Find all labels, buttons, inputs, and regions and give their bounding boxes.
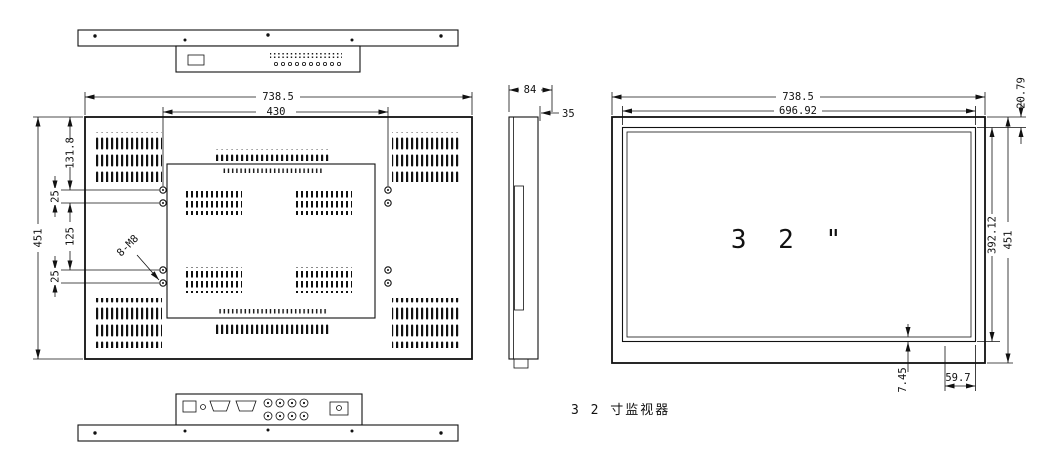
top-view-chassis-bar bbox=[77, 29, 459, 47]
dim-rear-width: 738.5 bbox=[262, 91, 294, 103]
screw-mark bbox=[266, 33, 270, 37]
dvi-port bbox=[235, 400, 257, 412]
screen-size-label: 3 2 " bbox=[731, 225, 849, 255]
vga-port bbox=[209, 400, 231, 412]
dim-rear-hole-span: 125 bbox=[65, 227, 77, 246]
power-inlet-port bbox=[182, 400, 197, 413]
connector-dot-row bbox=[273, 62, 341, 67]
dim-front-bottom-offset: 7.45 bbox=[897, 367, 909, 392]
vent-grille-bottom-left bbox=[94, 298, 162, 348]
plate-slot-group bbox=[184, 189, 242, 215]
dim-rear-hole-pitch-top: 25 bbox=[50, 190, 62, 203]
bottom-chassis-bar bbox=[77, 424, 459, 442]
power-switch-button bbox=[336, 405, 342, 411]
front-active-area bbox=[626, 131, 972, 338]
rear-mount-plate bbox=[166, 163, 376, 319]
power-switch bbox=[329, 401, 349, 416]
screw-mark bbox=[183, 429, 187, 433]
plate-tick-row-bottom bbox=[218, 309, 328, 315]
dim-side-depth-total: 84 bbox=[524, 84, 537, 96]
rear-dimensions bbox=[33, 92, 473, 360]
dim-front-screen-height: 392.12 bbox=[987, 216, 999, 254]
plate-slot-group bbox=[294, 267, 352, 293]
dim-front-side-offset: 59.7 bbox=[945, 372, 970, 384]
dim-label-bg bbox=[48, 268, 61, 285]
connector-pin-row bbox=[270, 53, 342, 58]
dim-rear-mount-width: 430 bbox=[267, 106, 286, 118]
drawing-caption: 3 2 寸监视器 bbox=[571, 403, 670, 418]
side-view bbox=[508, 116, 539, 369]
vent-grille-bottom-right bbox=[392, 298, 460, 348]
dim-rear-height: 451 bbox=[33, 229, 45, 248]
vent-grille-top-right bbox=[392, 132, 460, 182]
dim-rear-top-to-hole: 131.8 bbox=[65, 137, 77, 169]
dim-front-screen-width: 696.92 bbox=[779, 105, 817, 117]
top-view-port bbox=[187, 54, 205, 66]
plate-slot-group bbox=[184, 267, 242, 293]
screw-mark bbox=[350, 38, 354, 42]
bottom-view bbox=[77, 393, 459, 442]
dim-front-width: 738.5 bbox=[782, 91, 814, 103]
top-view bbox=[77, 29, 459, 73]
audio-port bbox=[200, 404, 206, 410]
screw-mark bbox=[350, 429, 354, 433]
front-view: 3 2 " bbox=[611, 116, 986, 364]
dim-front-height: 451 bbox=[1003, 231, 1015, 250]
vent-strip-top bbox=[214, 149, 330, 161]
top-view-connector-housing bbox=[175, 45, 361, 73]
front-screen-opening bbox=[621, 126, 977, 343]
screw-mark bbox=[93, 431, 97, 435]
screw-mark bbox=[439, 431, 443, 435]
dim-side-depth-panel: 35 bbox=[562, 108, 575, 120]
screw-mark bbox=[266, 428, 270, 432]
dim-front-top-margin: 20.79 bbox=[1016, 77, 1028, 109]
plate-tick-row-top bbox=[222, 167, 322, 173]
vent-strip-bottom bbox=[214, 322, 330, 334]
screw-mark bbox=[183, 38, 187, 42]
screw-mark bbox=[93, 34, 97, 38]
dim-label-bg bbox=[48, 188, 61, 205]
mounting-holes bbox=[159, 186, 392, 287]
side-heatsink-fins bbox=[514, 185, 524, 311]
rear-view bbox=[84, 116, 473, 360]
screw-mark bbox=[439, 34, 443, 38]
front-dimensions bbox=[611, 92, 1026, 391]
bnc-port-cluster bbox=[263, 398, 309, 421]
plate-slot-group bbox=[294, 189, 352, 215]
vent-grille-top-left bbox=[94, 132, 162, 182]
side-bottom-stub bbox=[513, 358, 529, 369]
dim-rear-hole-pitch-bottom: 25 bbox=[50, 270, 62, 283]
side-dimensions bbox=[508, 85, 559, 121]
